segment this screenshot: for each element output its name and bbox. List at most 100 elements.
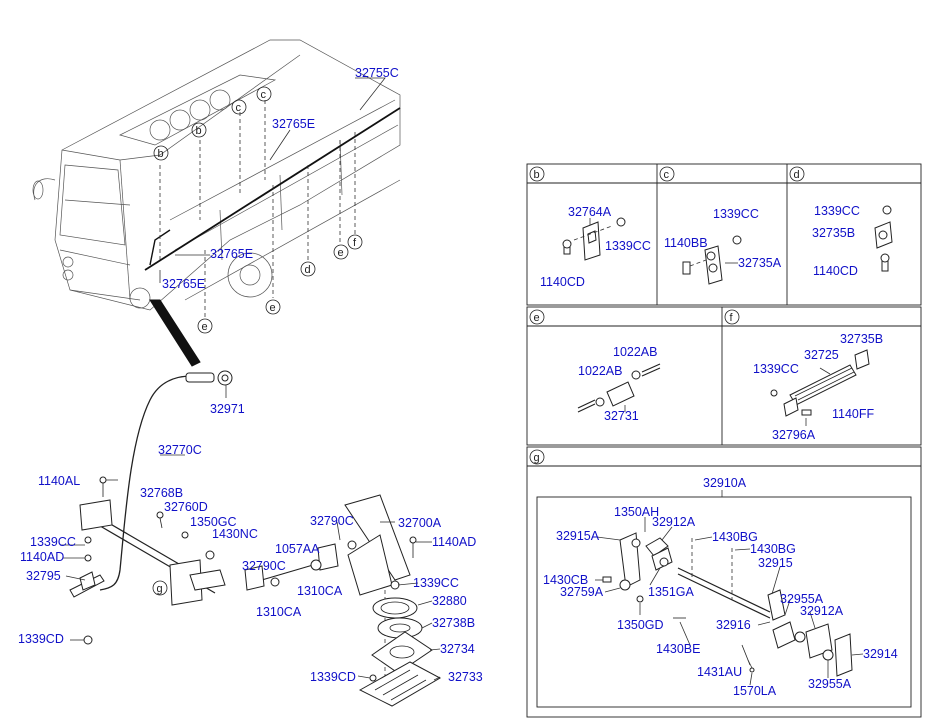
- label-1140AL: 1140AL: [38, 474, 80, 488]
- svg-text:d: d: [305, 264, 311, 276]
- detail-panels: b 32764A 1339CC 1140CD c 1339CC 1140BB 3…: [526, 163, 922, 718]
- panel-d-label-32735B: 32735B: [812, 226, 855, 240]
- label-32738B: 32738B: [432, 616, 475, 630]
- panel-g-label-32955A-top: 32955A: [780, 592, 824, 606]
- svg-text:e: e: [202, 321, 208, 333]
- svg-text:c: c: [261, 89, 267, 101]
- label-32760D: 32760D: [164, 500, 208, 514]
- panel-g-label-1430BE: 1430BE: [656, 642, 700, 656]
- svg-text:b: b: [158, 148, 164, 160]
- svg-text:c: c: [664, 169, 670, 181]
- bus-circle-d: d: [300, 261, 316, 277]
- bus-circle-c-2: c: [231, 99, 247, 115]
- panel-f: f 32735B 32725 1339CC 1140FF 32796A: [724, 309, 883, 442]
- panel-e: e 1022AB 1022AB 32731: [529, 309, 661, 423]
- panel-g-label-1430CB: 1430CB: [543, 573, 588, 587]
- panel-g-circle: g: [529, 449, 545, 465]
- panel-f-label-1140FF: 1140FF: [832, 407, 875, 421]
- label-1057AA: 1057AA: [275, 542, 320, 556]
- label-1339CD-left: 1339CD: [18, 632, 64, 646]
- panel-g-label-32759A: 32759A: [560, 585, 604, 599]
- label-1310CA-right: 1310CA: [297, 584, 343, 598]
- panel-e-label-32731: 32731: [604, 409, 639, 423]
- label-32765E-mid: 32765E: [210, 247, 253, 261]
- panel-c-circle: c: [659, 166, 675, 182]
- label-32734: 32734: [440, 642, 475, 656]
- label-1310CA-low: 1310CA: [256, 605, 302, 619]
- svg-text:d: d: [794, 169, 800, 181]
- panel-g-label-1350GD: 1350GD: [617, 618, 664, 632]
- panel-c: c 1339CC 1140BB 32735A: [659, 166, 782, 285]
- svg-text:b: b: [196, 125, 202, 137]
- panel-g-label-1570LA: 1570LA: [733, 684, 777, 698]
- label-32700A: 32700A: [398, 516, 442, 530]
- panel-f-circle: f: [724, 309, 740, 325]
- bus-circle-f: f: [347, 234, 363, 250]
- label-32790C-mid: 32790C: [242, 559, 286, 573]
- svg-text:b: b: [534, 169, 540, 181]
- label-32795: 32795: [26, 569, 61, 583]
- panel-g-title-32910A: 32910A: [703, 476, 747, 490]
- panel-g-label-32955A-bottom: 32955A: [808, 677, 852, 691]
- label-1140AD-left: 1140AD: [20, 550, 64, 564]
- panel-g-label-32916: 32916: [716, 618, 751, 632]
- svg-text:g: g: [157, 583, 163, 595]
- panel-d-circle: d: [789, 166, 805, 182]
- label-1350GC: 1350GC: [190, 515, 237, 529]
- panel-e-label-1022AB-left: 1022AB: [578, 364, 622, 378]
- panel-f-label-32735B: 32735B: [840, 332, 883, 346]
- pedal-assembly: 32770C 1140AL 32768B 32760D 1350GC 1430N…: [18, 443, 483, 707]
- panel-d-label-1140CD: 1140CD: [813, 264, 858, 278]
- panel-c-label-32735A: 32735A: [738, 256, 782, 270]
- panel-b: b 32764A 1339CC 1140CD: [529, 166, 651, 289]
- label-32755C: 32755C: [355, 66, 399, 80]
- panel-d: d 1339CC 32735B 1140CD: [789, 166, 893, 278]
- label-1339CC-right: 1339CC: [413, 576, 459, 590]
- panel-g-label-32915: 32915: [758, 556, 793, 570]
- svg-text:c: c: [236, 102, 242, 114]
- panel-g-label-32912A-right: 32912A: [800, 604, 844, 618]
- label-1430NC: 1430NC: [212, 527, 258, 541]
- label-1339CD-right: 1339CD: [310, 670, 356, 684]
- label-1140AD-right: 1140AD: [432, 535, 476, 549]
- panel-b-label-32764A: 32764A: [568, 205, 612, 219]
- pedal-circle-g: g: [152, 580, 168, 596]
- bus-circle-e-2: e: [265, 299, 281, 315]
- panel-b-label-1140CD: 1140CD: [540, 275, 585, 289]
- label-32765E-low: 32765E: [162, 277, 205, 291]
- svg-text:e: e: [338, 247, 344, 259]
- panel-e-label-1022AB-top: 1022AB: [613, 345, 657, 359]
- panel-b-label-1339CC: 1339CC: [605, 239, 651, 253]
- label-32790C-top: 32790C: [310, 514, 354, 528]
- panel-g-label-32912A-top: 32912A: [652, 515, 696, 529]
- panel-f-label-32725: 32725: [804, 348, 839, 362]
- svg-text:f: f: [353, 237, 357, 249]
- label-32765E-top: 32765E: [272, 117, 315, 131]
- bus-circle-e-3: e: [333, 244, 349, 260]
- label-32733: 32733: [448, 670, 483, 684]
- panel-g-label-1351GA: 1351GA: [648, 585, 695, 599]
- bus-circle-b-2: b: [191, 122, 207, 138]
- panel-f-label-1339CC: 1339CC: [753, 362, 799, 376]
- label-32971: 32971: [210, 402, 245, 416]
- panel-b-circle: b: [529, 166, 545, 182]
- panel-g-label-32914: 32914: [863, 647, 898, 661]
- panel-g-label-1430BG-2: 1430BG: [750, 542, 796, 556]
- label-32880: 32880: [432, 594, 467, 608]
- panel-f-label-32796A: 32796A: [772, 428, 816, 442]
- svg-text:e: e: [270, 302, 276, 314]
- panel-g: g 32910A: [529, 449, 898, 698]
- bus-circle-c-1: c: [256, 86, 272, 102]
- bus-circle-e-1: e: [197, 318, 213, 334]
- svg-text:f: f: [730, 312, 734, 324]
- panel-e-circle: e: [529, 309, 545, 325]
- label-32770C: 32770C: [158, 443, 202, 457]
- panel-g-label-32915A: 32915A: [556, 529, 600, 543]
- panel-c-label-1339CC: 1339CC: [713, 207, 759, 221]
- label-1339CC-left: 1339CC: [30, 535, 76, 549]
- panel-g-label-1430BG-1: 1430BG: [712, 530, 758, 544]
- svg-text:g: g: [534, 452, 540, 464]
- bus-circle-b-1: b: [153, 145, 169, 161]
- panel-d-label-1339CC: 1339CC: [814, 204, 860, 218]
